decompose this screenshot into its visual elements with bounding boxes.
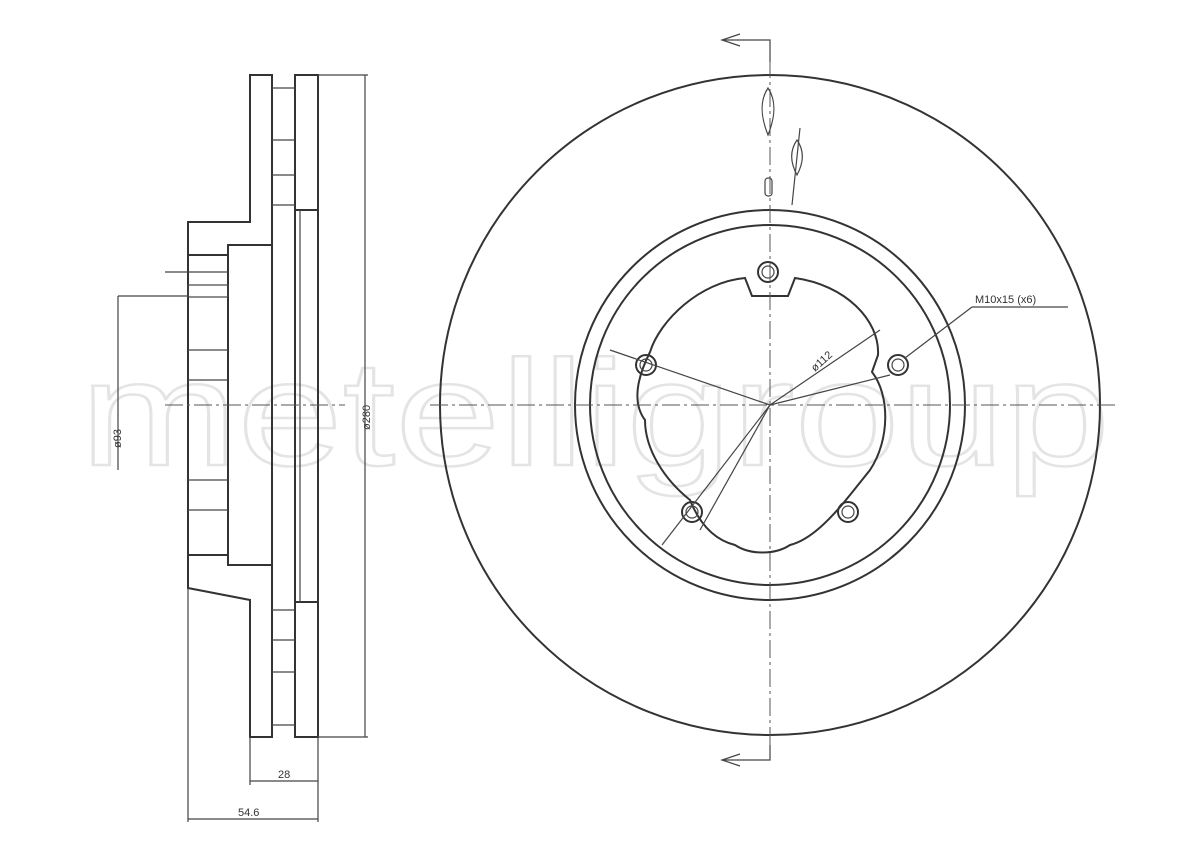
height-label: 54.6 xyxy=(238,807,259,819)
front-view: ø112 M10x15 (x6) xyxy=(430,33,1115,767)
watermark-logo: metelligroup xyxy=(80,329,1110,497)
hub-diameter-label: ø93 xyxy=(112,429,124,448)
thickness-label: 28 xyxy=(278,769,290,781)
bolt-thread-label: M10x15 (x6) xyxy=(975,294,1036,306)
side-section-view: ø93 ø280 28 54.6 xyxy=(112,74,373,822)
bolt-holes xyxy=(635,261,909,523)
disc-diameter-label: ø280 xyxy=(361,405,373,430)
